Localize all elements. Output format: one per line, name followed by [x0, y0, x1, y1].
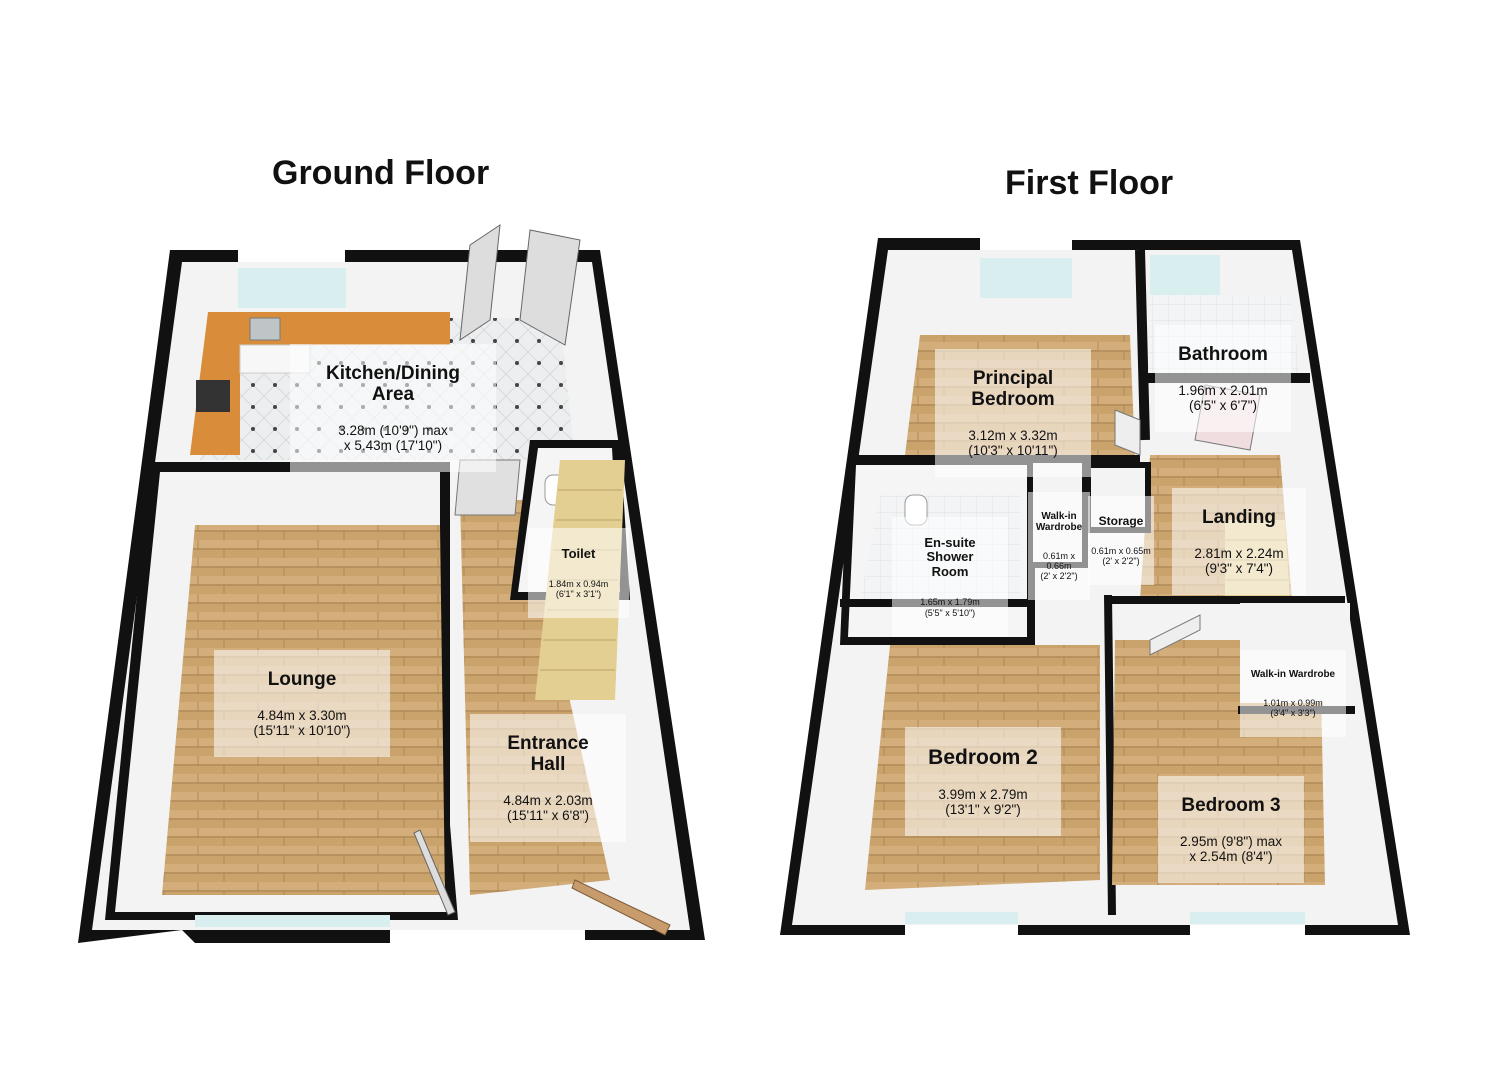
kitchen-worktop: [190, 312, 450, 455]
bedroom3-window: [1190, 912, 1305, 924]
patio-door-right: [519, 229, 581, 346]
bedroom2-window: [905, 912, 1018, 924]
ground-floor-title: Ground Floor: [272, 154, 490, 192]
principal-bedroom-label: Principal Bedroom 3.12m x 3.32m (10'3" x…: [935, 349, 1091, 478]
kitchen-window: [238, 268, 346, 308]
toilet-label: Toilet 1.84m x 0.94m (6'1" x 3'1"): [528, 528, 629, 619]
kitchen-label: Kitchen/Dining Area 3.28m (10'9") max x …: [290, 344, 496, 473]
bathroom-window: [1150, 255, 1220, 295]
hob-icon: [196, 380, 230, 412]
walkin-wardrobe-1-label: Walk-in Wardrobe 0.61m x 0.66m (2' x 2'2…: [1028, 492, 1090, 601]
bathroom-label: Bathroom 1.96m x 2.01m (6'5" x 6'7"): [1155, 325, 1291, 433]
bedroom2-label: Bedroom 2 3.99m x 2.79m (13'1" x 9'2"): [905, 727, 1061, 837]
front-door: [571, 879, 671, 936]
lounge-label: Lounge 4.84m x 3.30m (15'11" x 10'10"): [214, 650, 390, 758]
first-floor-plan: [780, 238, 1410, 935]
landing-label: Landing 2.81m x 2.24m (9'3" x 7'4"): [1172, 488, 1306, 596]
patio-door-left: [459, 223, 501, 342]
lounge-window: [195, 915, 390, 927]
storage-label: Storage 0.61m x 0.65m (2' x 2'2"): [1088, 496, 1154, 586]
ensuite-label: En-suite Shower Room 1.65m x 1.79m (5'5"…: [892, 517, 1008, 637]
entrance-hall-label: Entrance Hall 4.84m x 2.03m (15'11" x 6'…: [470, 714, 626, 843]
walkin-wardrobe-2-label: Walk-in Wardrobe 1.01m x 0.99m (3'4" x 3…: [1240, 650, 1346, 738]
principal-bedroom-window: [980, 258, 1072, 298]
first-floor-title: First Floor: [1005, 164, 1174, 202]
bedroom3-label: Bedroom 3 2.95m (9'8") max x 2.54m (8'4"…: [1158, 776, 1304, 884]
sink-icon: [249, 317, 281, 341]
